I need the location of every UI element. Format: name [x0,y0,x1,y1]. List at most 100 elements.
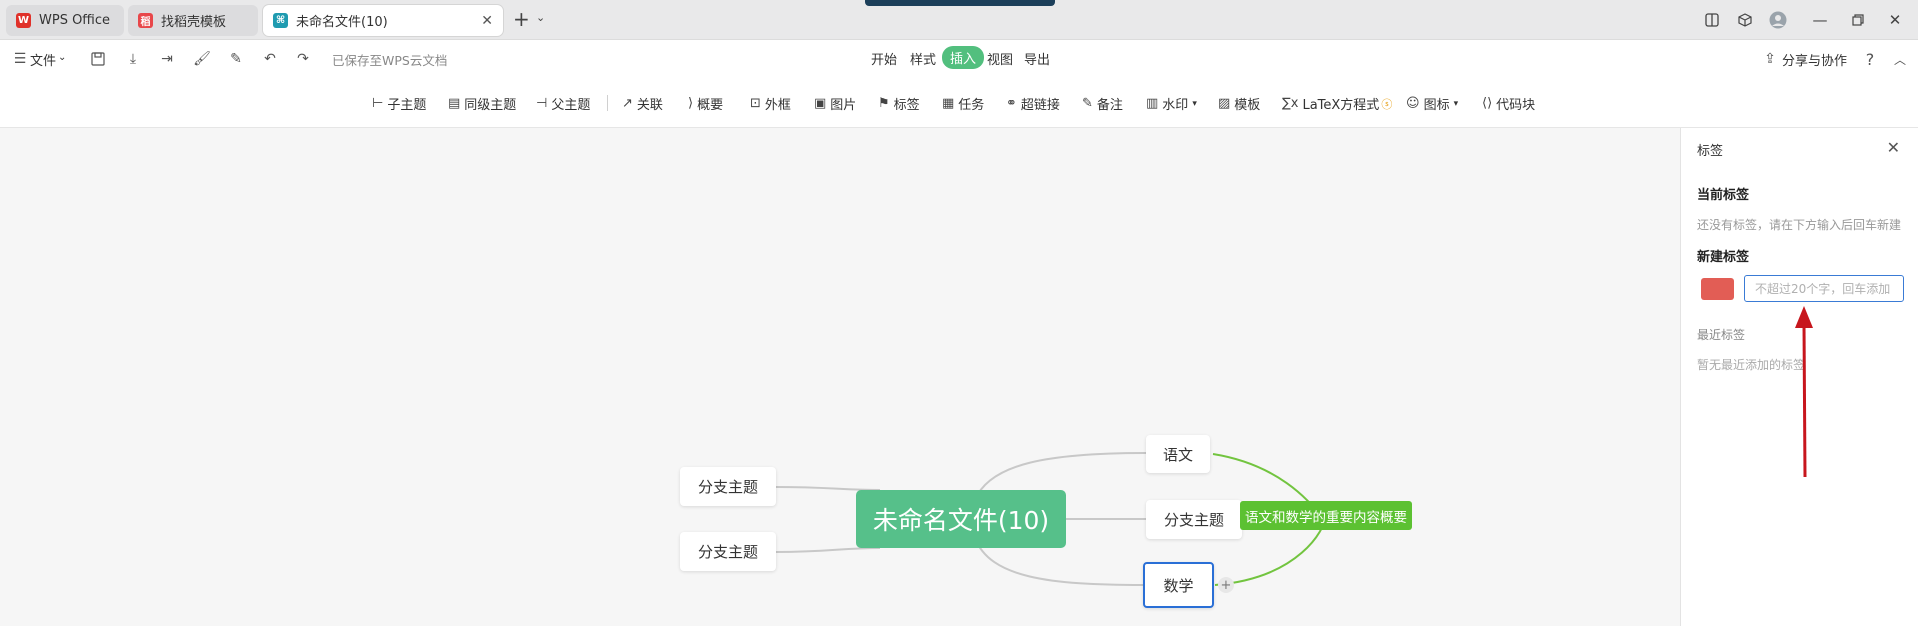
menu-style[interactable]: 样式 [910,53,937,68]
tool-label: 图片 [830,98,857,113]
restore-icon[interactable] [1846,8,1870,32]
insert-toolbar: ⊢子主题 ▤同级主题 ⊣父主题 ↗关联 ⟩概要 ⊡外框 ▣图片 ⚑标签 ▦任务 … [0,78,1918,128]
wps-logo-icon: W [16,13,31,28]
share-collaborate-button[interactable]: 分享与协作 [1782,54,1848,69]
latex-icon: ∑x [1282,96,1299,111]
branch-topic-left-1[interactable]: 分支主题 [680,467,776,506]
download-icon[interactable]: ⤓ [129,51,137,67]
summary-button[interactable]: ⟩概要 [688,94,723,113]
template-icon: ▨ [1218,96,1231,111]
recent-tags-empty: 暂无最近添加的标签 [1697,358,1806,372]
mindmap-canvas[interactable]: 分支主题 分支主题 未命名文件(10) 语文 分支主题 数学 + 语文和数学的重… [0,128,1680,626]
file-menu[interactable]: 文件 [30,54,57,69]
tab-label: WPS Office [39,13,111,28]
subtopic-icon: ⊢ [372,96,384,111]
save-icon[interactable] [88,49,108,69]
template-button[interactable]: ▨模板 [1218,94,1260,113]
topic-chinese[interactable]: 语文 [1146,435,1210,473]
tab-label: 找稻壳模板 [161,15,227,30]
export-icon[interactable]: ⇥ [161,51,173,67]
close-tab-icon[interactable]: ✕ [481,12,493,29]
image-icon: ▣ [814,96,827,111]
tool-label: 备注 [1096,98,1123,113]
help-icon[interactable]: ? [1865,49,1875,69]
relation-button[interactable]: ↗关联 [622,94,663,113]
file-menu-chevron-icon[interactable]: ⌄ [58,52,67,63]
watermark-icon: ▥ [1146,96,1159,111]
watermark-button[interactable]: ▥水印▾ [1146,94,1197,113]
close-window-icon[interactable]: ✕ [1888,11,1902,29]
code-block-icon: ⟨⟩ [1482,96,1493,111]
sibling-topic-icon: ▤ [448,96,461,111]
tool-label: 标签 [893,98,920,113]
cloud-save-status: 已保存至WPS云文档 [332,53,448,68]
tool-label: 外框 [764,98,791,113]
toolbar-divider [607,95,608,111]
relation-icon: ↗ [622,96,633,111]
boundary-button[interactable]: ⊡外框 [750,94,791,113]
link-icon: ⚭ [1006,96,1017,111]
undo-icon[interactable]: ↶ [264,51,276,67]
minimize-icon[interactable]: — [1812,11,1828,29]
emoji-button[interactable]: ☺图标▾ [1406,94,1458,113]
share-icon[interactable]: ⇪ [1764,51,1776,67]
menu-home[interactable]: 开始 [871,53,898,68]
collapse-chevron-icon[interactable]: ︿ [1893,52,1906,67]
menu-insert[interactable]: 插入 [942,46,985,69]
current-tags-empty: 还没有标签，请在下方输入后回车新建 [1697,218,1902,232]
window-notch [865,0,1055,6]
hyperlink-button[interactable]: ⚭超链接 [1006,94,1060,113]
tool-label: 任务 [958,98,985,113]
tab-docer-templates[interactable]: 稻 找稻壳模板 [128,5,258,36]
parent-topic-button[interactable]: ⊣父主题 [536,94,590,113]
note-icon: ✎ [1082,96,1093,111]
note-button[interactable]: ✎备注 [1082,94,1123,113]
image-button[interactable]: ▣图片 [814,94,856,113]
topic-math-selected[interactable]: 数学 [1143,562,1214,608]
current-tags-heading: 当前标签 [1697,188,1750,203]
tab-list-chevron-icon[interactable]: ⌄ [536,11,546,24]
tag-panel: 标签 ✕ 当前标签 还没有标签，请在下方输入后回车新建 新建标签 最近标签 暂无… [1680,128,1918,626]
tab-wps-office[interactable]: W WPS Office [6,5,124,36]
summary-topic[interactable]: 语文和数学的重要内容概要 [1240,501,1412,530]
docer-icon: 稻 [138,13,153,28]
tab-untitled-file[interactable]: ⌘ 未命名文件(10) ✕ [263,5,503,36]
emoji-icon: ☺ [1406,96,1420,111]
sibling-topic-button[interactable]: ▤同级主题 [448,94,516,113]
add-child-plus-icon[interactable]: + [1218,577,1234,593]
subtopic-button[interactable]: ⊢子主题 [372,94,426,113]
tool-label: 图标 [1423,98,1450,113]
tag-color-swatch[interactable] [1701,278,1734,300]
task-button[interactable]: ▦任务 [942,94,984,113]
close-panel-icon[interactable]: ✕ [1886,138,1900,157]
new-tag-input[interactable] [1744,275,1904,302]
code-block-button[interactable]: ⟨⟩代码块 [1482,94,1535,113]
tool-label: 超链接 [1020,98,1060,113]
root-topic[interactable]: 未命名文件(10) [856,490,1066,548]
tool-label: 代码块 [1496,98,1536,113]
branch-topic-left-2[interactable]: 分支主题 [680,532,776,571]
tool-label: 水印 [1162,98,1189,113]
panel-title: 标签 [1697,144,1724,159]
tab-label: 未命名文件(10) [296,15,388,30]
reading-mode-icon[interactable] [1700,8,1724,32]
menu-view[interactable]: 视图 [987,53,1014,68]
avatar[interactable] [1766,8,1790,32]
cube-icon[interactable] [1733,8,1757,32]
emoji-chevron-icon: ▾ [1453,98,1459,109]
recent-tags-heading: 最近标签 [1697,328,1746,342]
tag-button[interactable]: ⚑标签 [878,94,920,113]
tool-label: LaTeX方程式 [1302,98,1380,113]
new-tab-plus-icon[interactable]: + [513,7,530,31]
hamburger-menu-icon[interactable]: ☰ [13,51,27,67]
red-arrow-annotation [1795,306,1813,478]
tool-label: 同级主题 [464,98,517,113]
menu-export[interactable]: 导出 [1024,53,1051,68]
tab-bar: W WPS Office 稻 找稻壳模板 ⌘ 未命名文件(10) ✕ + ⌄ —… [0,0,1918,40]
summary-icon: ⟩ [688,96,694,111]
format-painter-icon[interactable]: 🖌 [193,51,211,67]
branch-topic-right[interactable]: 分支主题 [1146,500,1242,539]
eraser-icon[interactable]: ✎ [230,51,242,67]
redo-icon[interactable]: ↷ [297,51,309,67]
